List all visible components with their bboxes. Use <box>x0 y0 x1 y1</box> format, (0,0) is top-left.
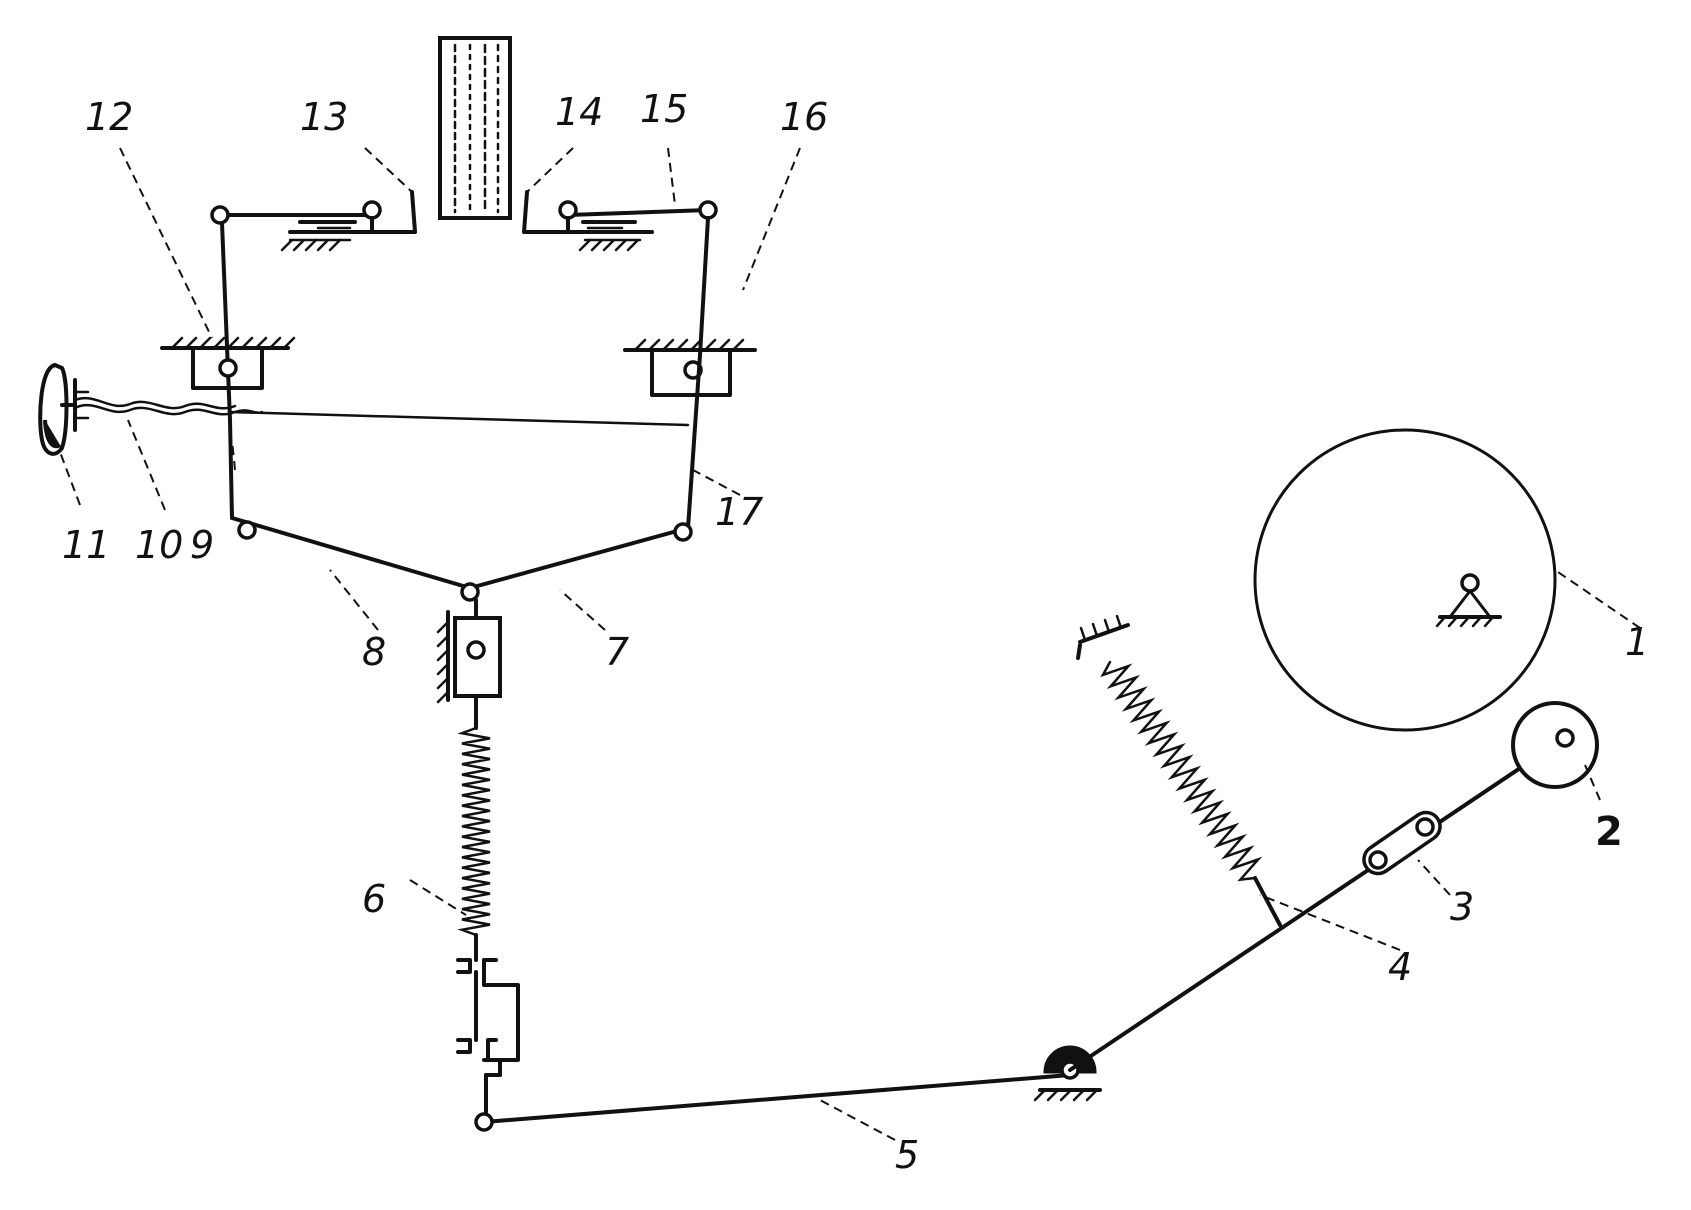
link-8 <box>230 516 472 590</box>
pin-link-7-right <box>673 522 693 542</box>
label-2: 2 <box>1595 809 1623 855</box>
pin-top-left <box>210 205 230 225</box>
label-15: 15 <box>640 87 688 131</box>
label-13: 13 <box>300 95 348 139</box>
spring-4 <box>1076 614 1282 927</box>
label-7: 7 <box>605 630 629 674</box>
label-14: 14 <box>555 90 603 134</box>
screw-shaft-10 <box>73 396 690 427</box>
leader-lines <box>59 147 1641 1141</box>
slot-link-3 <box>1362 810 1442 876</box>
center-column <box>438 36 512 220</box>
label-4: 4 <box>1388 945 1412 989</box>
wheel-1 <box>1253 428 1557 732</box>
label-8: 8 <box>362 630 386 674</box>
label-12: 12 <box>85 95 133 139</box>
clutch-coupling <box>456 958 520 1120</box>
left-vertical-rod <box>220 221 232 422</box>
lever-arm <box>1068 736 1567 1072</box>
label-10: 10 <box>135 523 183 567</box>
lever-9 <box>228 418 234 520</box>
lever-17 <box>686 353 702 530</box>
label-1: 1 <box>1625 620 1649 664</box>
pin-lever-5-left <box>474 1112 494 1132</box>
label-16: 16 <box>780 95 828 139</box>
pin-link-8-left <box>237 520 257 540</box>
pin-top-right <box>698 200 718 220</box>
spring-6 <box>457 694 491 962</box>
roller-2 <box>1511 701 1599 789</box>
label-11: 11 <box>62 523 110 567</box>
handwheel-11 <box>38 362 90 456</box>
link-7 <box>468 526 690 590</box>
label-9: 9 <box>190 523 214 567</box>
label-6: 6 <box>362 877 386 921</box>
guide-16 <box>623 338 757 397</box>
left-upper-rod <box>218 200 382 252</box>
jaw-13 <box>288 190 417 234</box>
right-upper-rod <box>558 200 710 252</box>
guide-12 <box>160 336 296 390</box>
label-3: 3 <box>1450 885 1474 929</box>
lever-5 <box>482 1073 1072 1124</box>
slider-block <box>436 598 502 704</box>
label-5: 5 <box>895 1133 919 1177</box>
right-vertical-rod <box>698 216 710 357</box>
label-17: 17 <box>715 490 763 534</box>
jaw-14 <box>522 190 654 234</box>
pin-link-junction <box>460 582 480 602</box>
